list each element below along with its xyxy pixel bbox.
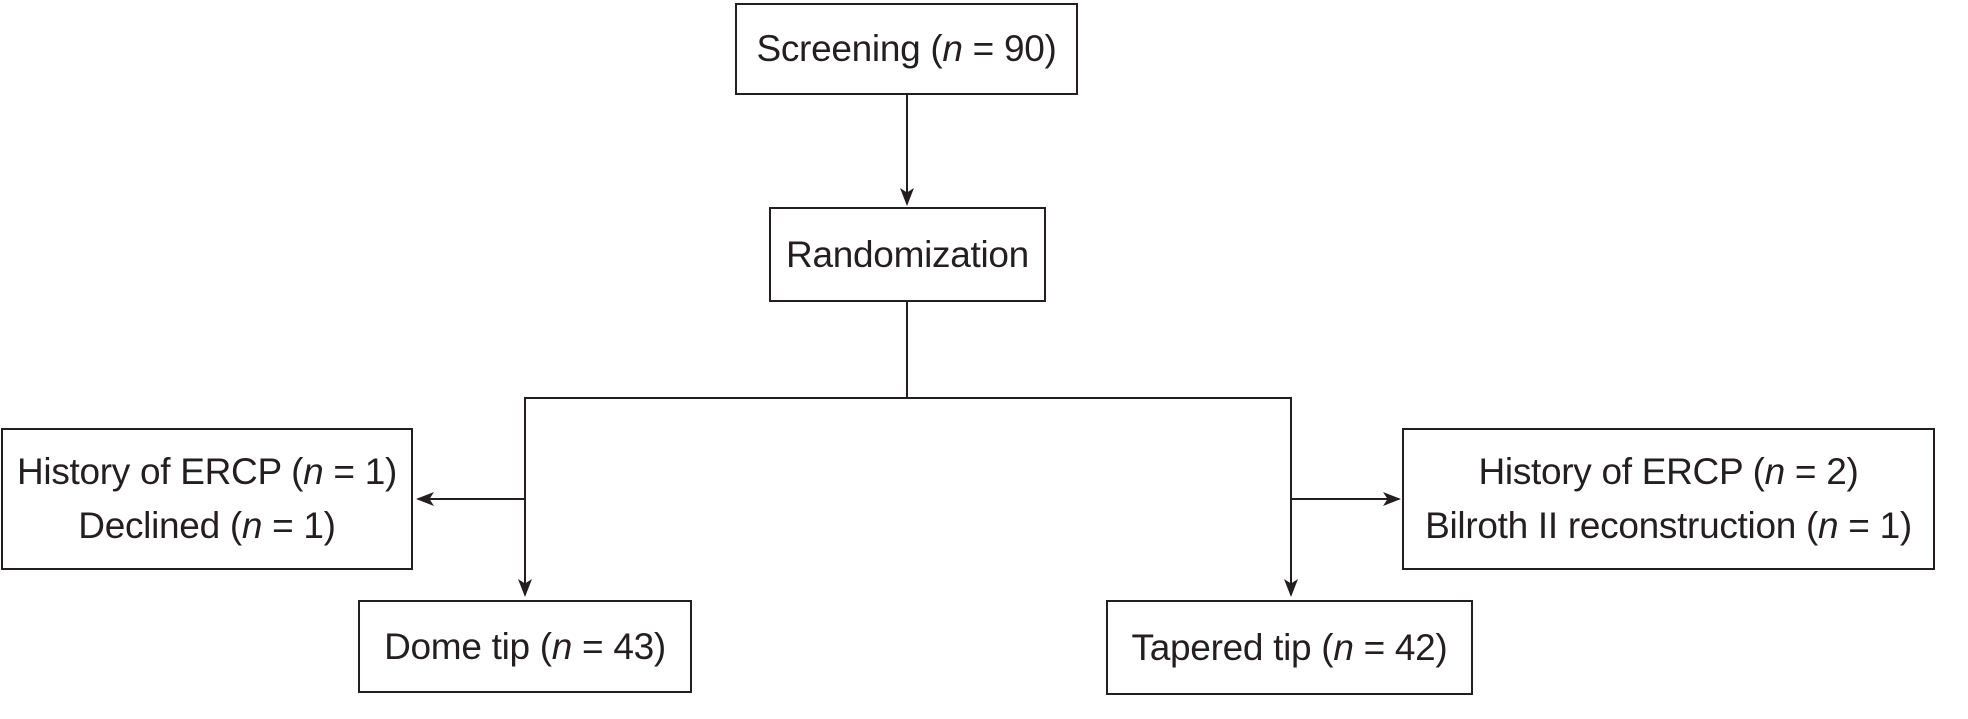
label-text: = 2)	[1784, 451, 1859, 492]
label-n-variable: n	[303, 451, 324, 492]
label-text: Dome tip (	[384, 625, 552, 667]
label-text: History of ERCP (	[1478, 451, 1765, 492]
label-text: = 43)	[572, 625, 666, 667]
excluded-left-line-1: History of ERCP (n = 1)	[17, 445, 397, 499]
node-randomization-label: Randomization	[786, 228, 1029, 282]
label-text: Screening (	[756, 28, 943, 69]
label-n-variable: n	[551, 625, 573, 667]
label-text: = 1)	[323, 451, 398, 492]
node-screening-label: Screening (n = 90)	[756, 22, 1056, 76]
label-text: Randomization	[786, 233, 1029, 275]
label-text: = 1)	[262, 505, 336, 546]
node-tapered-tip: Tapered tip (n = 42)	[1106, 600, 1473, 695]
label-text: Declined (	[78, 505, 242, 546]
label-text: Bilroth II reconstruction (	[1425, 505, 1819, 546]
label-n-variable: n	[1764, 451, 1786, 492]
label-text: = 42)	[1353, 626, 1448, 668]
node-excluded-left: History of ERCP (n = 1) Declined (n = 1)	[1, 428, 413, 570]
node-randomization: Randomization	[769, 207, 1046, 302]
node-screening: Screening (n = 90)	[735, 3, 1078, 95]
label-n-variable: n	[1333, 626, 1354, 668]
node-dome-tip: Dome tip (n = 43)	[358, 600, 692, 693]
label-n-variable: n	[241, 505, 263, 546]
node-excluded-right: History of ERCP (n = 2) Bilroth II recon…	[1402, 428, 1935, 570]
excluded-right-line-2: Bilroth II reconstruction (n = 1)	[1425, 499, 1912, 553]
excluded-left-line-2: Declined (n = 1)	[78, 499, 336, 553]
label-text: Tapered tip (	[1131, 626, 1334, 668]
node-tapered-tip-label: Tapered tip (n = 42)	[1132, 621, 1448, 675]
label-text: = 90)	[962, 28, 1057, 69]
label-text: History of ERCP (	[16, 451, 304, 492]
label-text: = 1)	[1838, 505, 1912, 546]
node-dome-tip-label: Dome tip (n = 43)	[384, 620, 666, 674]
label-n-variable: n	[1818, 505, 1839, 546]
label-n-variable: n	[942, 28, 963, 69]
excluded-right-line-1: History of ERCP (n = 2)	[1478, 445, 1858, 499]
